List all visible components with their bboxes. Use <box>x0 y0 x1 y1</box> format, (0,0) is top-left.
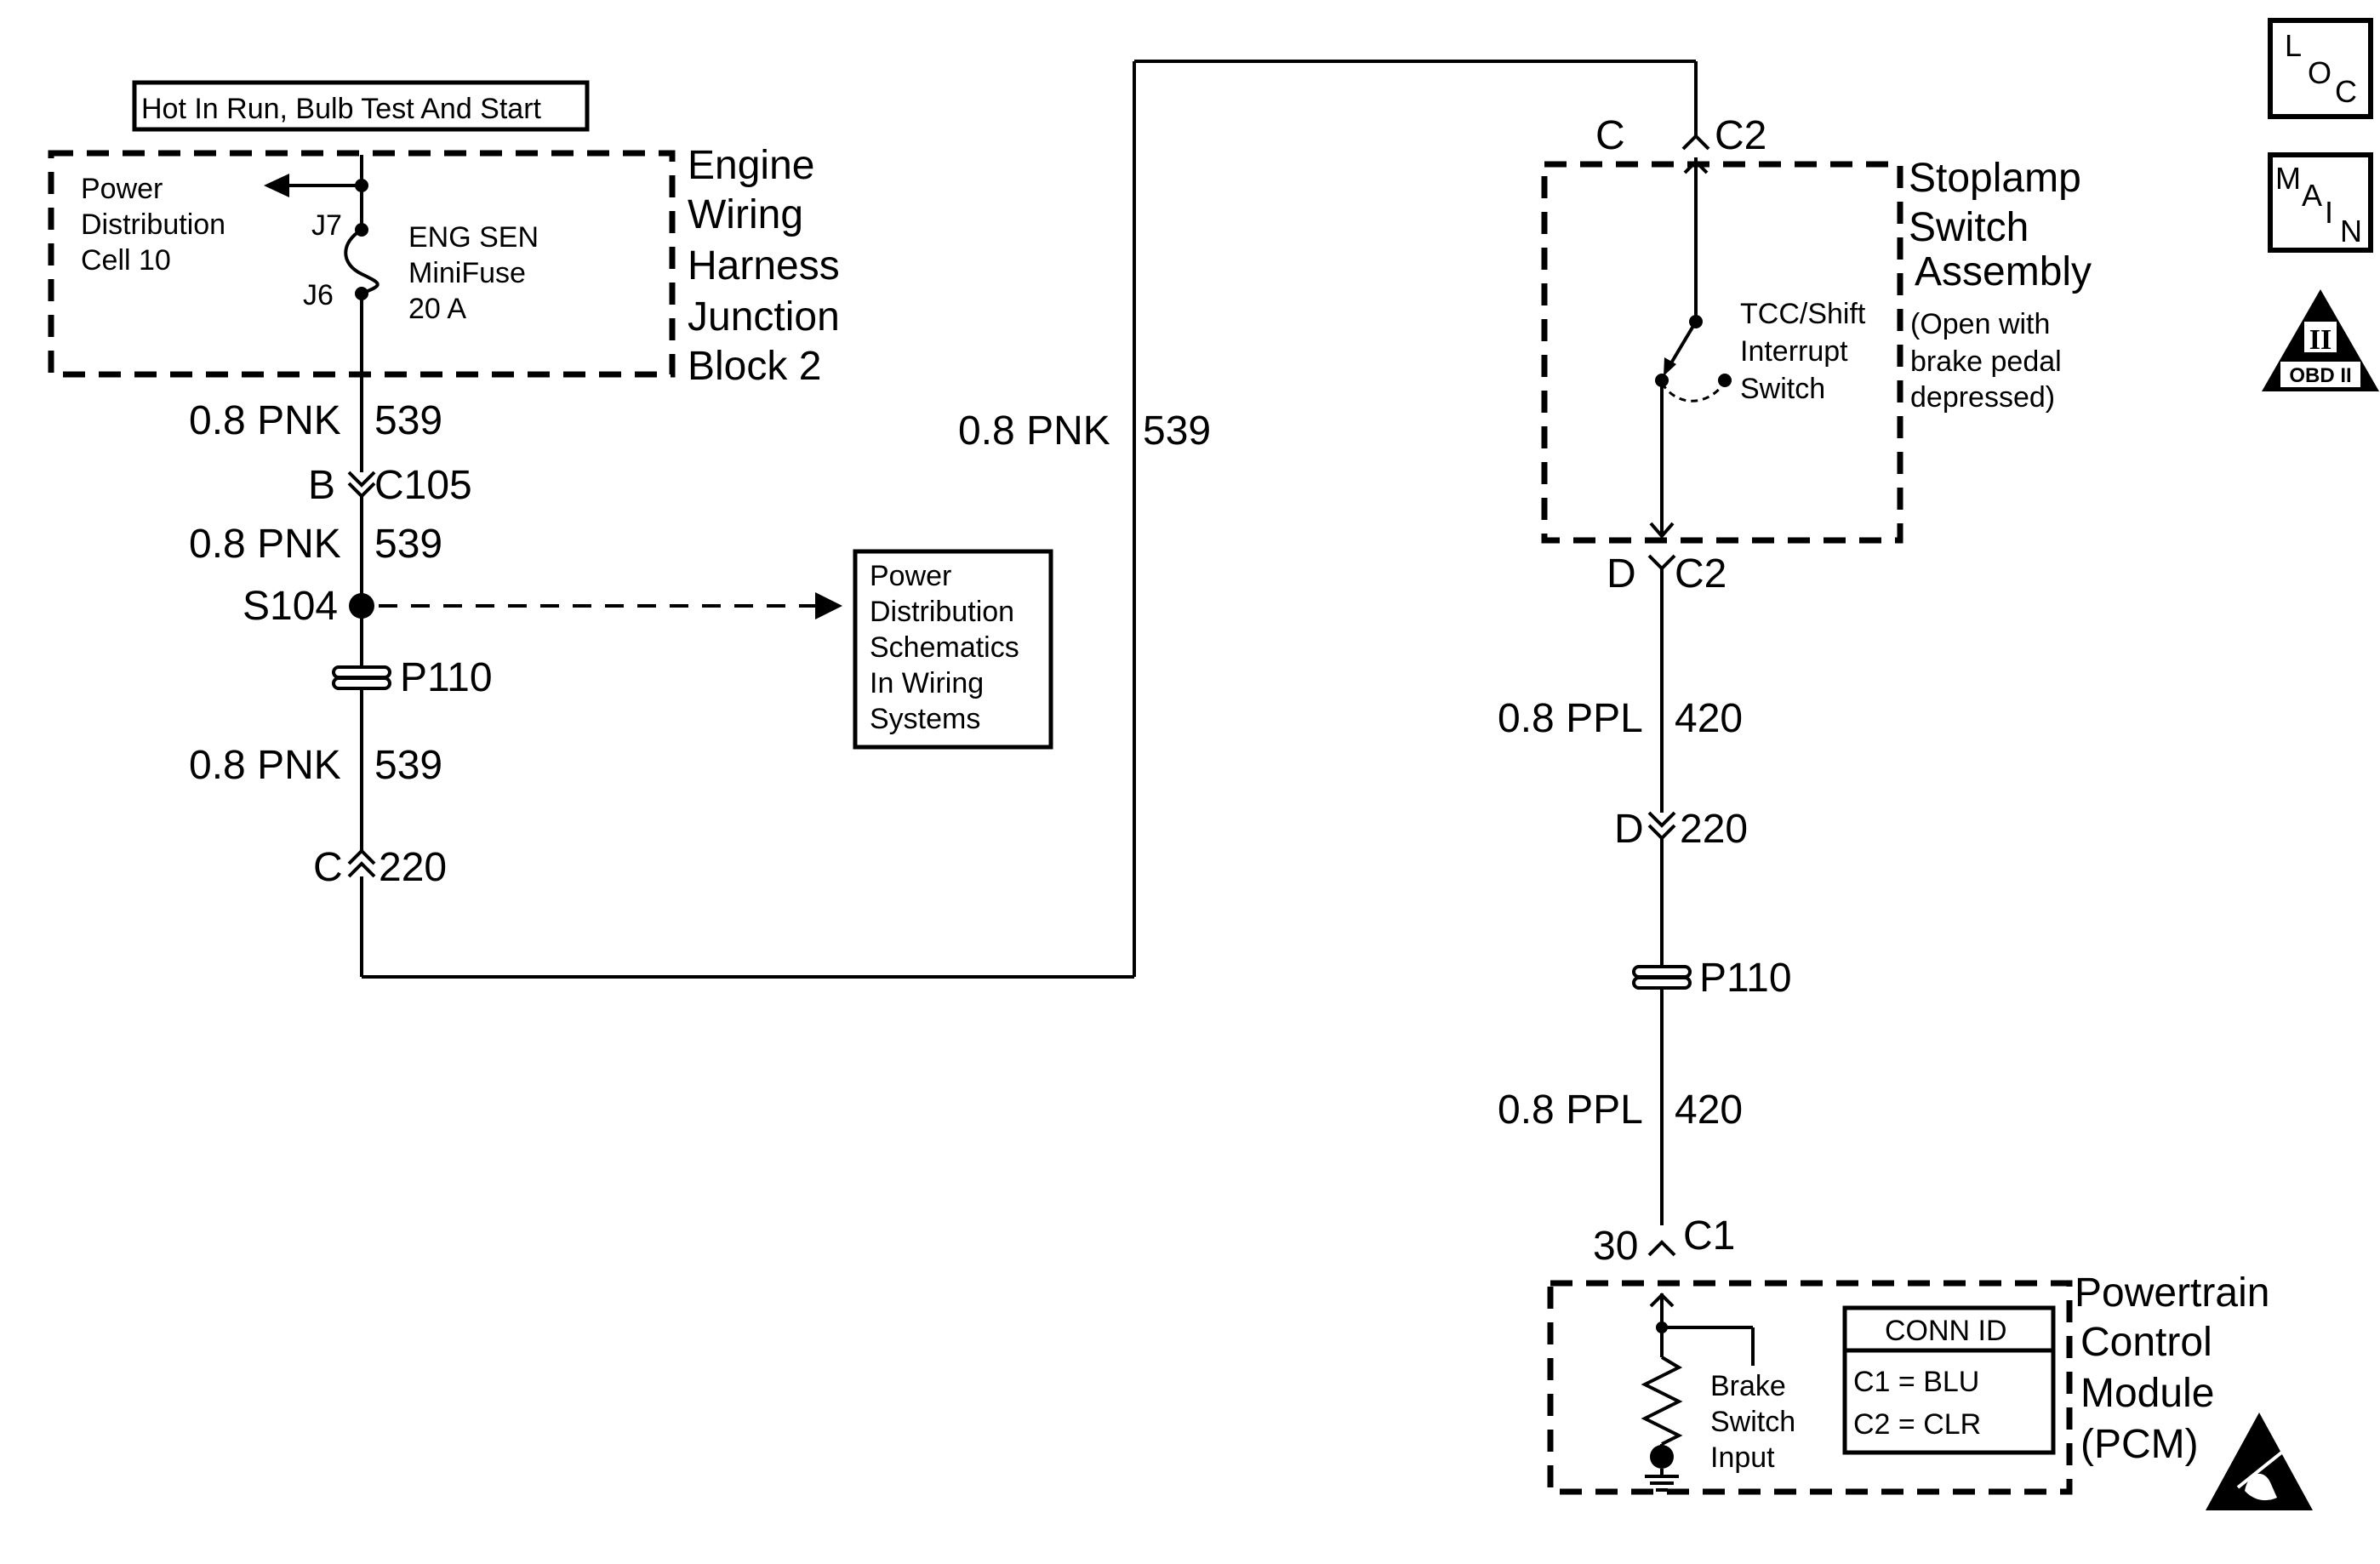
left-wire2-circuit: 539 <box>374 522 442 567</box>
p110-right-grommet <box>1632 965 1692 990</box>
j7-label: J7 <box>311 209 342 242</box>
pdc-label-2: Distribution <box>81 208 225 241</box>
pds-label-1: Power <box>870 560 951 592</box>
fuse-label-1: ENG SEN <box>408 221 539 254</box>
block-label-1: Engine <box>688 143 814 188</box>
pcm-title-2: Control <box>2080 1320 2212 1365</box>
main-icon-n: N <box>2340 214 2362 248</box>
block-label-4: Junction <box>688 294 840 340</box>
right-wire1-size: 0.8 PPL <box>1498 696 1643 741</box>
stoplamp-note-3: depressed) <box>1910 381 2055 414</box>
hot-in-run-label: Hot In Run, Bulb Test And Start <box>141 93 542 125</box>
switch-label-3: Switch <box>1740 373 1825 405</box>
c2-bottom-name: C2 <box>1675 551 1726 596</box>
c220-right-connector <box>1647 811 1676 841</box>
stoplamp-assembly-outline <box>1541 161 1903 544</box>
pds-label-3: Schematics <box>870 631 1019 664</box>
hot-in-run-box: Hot In Run, Bulb Test And Start <box>132 80 590 132</box>
brake-input-label-1: Brake <box>1710 1370 1786 1402</box>
c105-name: C105 <box>374 463 472 508</box>
conn-id-row-2: C2 = CLR <box>1853 1408 1981 1441</box>
left-wire1-size: 0.8 PNK <box>189 398 341 443</box>
brake-switch-input-circuit <box>1641 1293 1755 1492</box>
main-icon-a: A <box>2302 178 2322 213</box>
c2-bottom-pin: D <box>1607 551 1636 596</box>
block-label-5: Block 2 <box>688 344 821 389</box>
obd-ii-label: OBD II <box>2289 364 2351 387</box>
switch-label-2: Interrupt <box>1740 335 1848 368</box>
loc-icon-l: L <box>2285 28 2302 63</box>
pds-label-4: In Wiring <box>870 667 984 699</box>
tcc-shift-interrupt-switch <box>1649 157 1732 539</box>
c2-top-connector <box>1681 134 1710 151</box>
c1-pin: 30 <box>1593 1224 1638 1269</box>
right-wire1-circuit: 420 <box>1675 696 1743 741</box>
loc-icon-o: O <box>2308 55 2331 90</box>
c220-left-connector <box>347 848 376 878</box>
pdc-label-3: Cell 10 <box>81 244 171 277</box>
middle-wire-circuit: 539 <box>1143 408 1211 454</box>
obd-ii-icon[interactable]: II OBD II <box>2262 289 2379 391</box>
brake-input-label-3: Input <box>1710 1441 1775 1474</box>
c1-name: C1 <box>1683 1213 1735 1259</box>
c220-right-name: 220 <box>1680 807 1748 852</box>
c2-top-pin: C <box>1595 113 1625 158</box>
left-wire1-circuit: 539 <box>374 398 442 443</box>
loc-icon-c: C <box>2335 74 2357 109</box>
stoplamp-note-2: brake pedal <box>1910 345 2062 378</box>
c105-pin: B <box>308 463 335 508</box>
stoplamp-title-3: Assembly <box>1915 249 2092 294</box>
c220-left-pin: C <box>313 845 343 890</box>
block-label-3: Harness <box>688 243 840 288</box>
main-icon-i: I <box>2325 195 2333 230</box>
main-icon-m: M <box>2275 161 2301 196</box>
loc-icon[interactable]: L O C <box>2268 18 2373 119</box>
conn-id-row-1: C1 = BLU <box>1853 1366 1979 1398</box>
p110-left-grommet <box>332 665 391 690</box>
c220-left-name: 220 <box>379 845 447 890</box>
minifuse-symbol <box>344 155 380 300</box>
esd-warning-icon <box>2206 1413 2313 1510</box>
switch-label-1: TCC/Shift <box>1740 298 1866 330</box>
c2-top-name: C2 <box>1715 113 1766 158</box>
right-wire2-size: 0.8 PPL <box>1498 1087 1643 1133</box>
power-distribution-cell-arrow <box>264 174 368 197</box>
power-distribution-schematics-box: Power Distribution Schematics In Wiring … <box>853 549 1053 750</box>
pds-label-5: Systems <box>870 703 980 735</box>
obd-ii-numeral: II <box>2309 324 2331 356</box>
p110-left-label: P110 <box>400 655 493 700</box>
fuse-label-2: MiniFuse <box>408 257 526 289</box>
left-wire3-circuit: 539 <box>374 743 442 788</box>
conn-id-header: CONN ID <box>1885 1315 2007 1347</box>
pcm-title-1: Powertrain <box>2075 1270 2269 1316</box>
c220-right-pin: D <box>1614 807 1644 852</box>
c105-connector <box>347 471 376 499</box>
pcm-outline <box>1547 1280 2073 1495</box>
left-wire2-size: 0.8 PNK <box>189 522 341 567</box>
middle-wire-size: 0.8 PNK <box>958 408 1110 454</box>
block-label-2: Wiring <box>688 192 803 237</box>
s104-label: S104 <box>243 584 338 629</box>
brake-input-label-2: Switch <box>1710 1406 1795 1438</box>
pdc-label-1: Power <box>81 173 163 205</box>
s104-splice <box>349 592 842 619</box>
conn-id-table: CONN ID C1 = BLU C2 = CLR <box>1842 1305 2056 1455</box>
right-wire2-circuit: 420 <box>1675 1087 1743 1133</box>
j6-label: J6 <box>303 279 334 311</box>
stoplamp-note-1: (Open with <box>1910 308 2050 340</box>
main-icon[interactable]: M A I N <box>2268 152 2373 253</box>
pcm-title-4: (PCM) <box>2080 1422 2199 1467</box>
pds-label-2: Distribution <box>870 596 1014 628</box>
stoplamp-title-1: Stoplamp <box>1909 156 2081 201</box>
stoplamp-title-2: Switch <box>1909 205 2029 250</box>
pcm-title-3: Module <box>2080 1371 2214 1416</box>
p110-right-label: P110 <box>1699 956 1792 1001</box>
middle-wire-539 <box>1133 60 1698 977</box>
left-wire3-size: 0.8 PNK <box>189 743 341 788</box>
c1-connector <box>1647 1240 1676 1257</box>
c2-bottom-connector <box>1647 554 1676 571</box>
fuse-label-3: 20 A <box>408 293 466 325</box>
